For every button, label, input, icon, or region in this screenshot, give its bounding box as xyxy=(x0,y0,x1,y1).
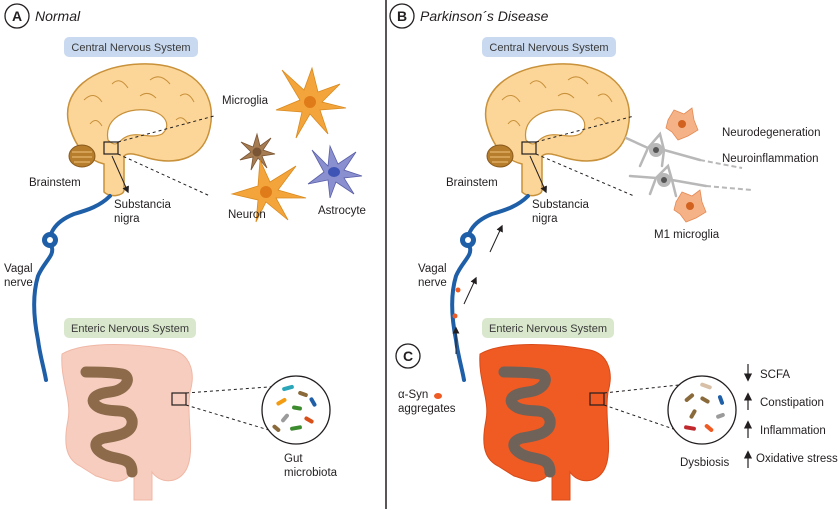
panel-a-vagal-nerve xyxy=(32,194,112,382)
panel-b-dysbiosis-lens xyxy=(667,375,737,445)
panel-b-nerve-label: nerve xyxy=(418,277,447,289)
panel-a-badge: A xyxy=(12,8,22,24)
panel-b-aggregates-label: aggregates xyxy=(398,403,456,415)
effect-inflammation: Inflammation xyxy=(760,425,826,437)
panel-b-asyn-label: α-Syn xyxy=(398,389,428,401)
panel-b-badge-circle xyxy=(389,3,415,29)
panel-b-colon-box xyxy=(589,392,605,406)
panel-a-neuron-bottom xyxy=(230,159,307,223)
panel-a-astrocyte xyxy=(307,144,363,199)
panel-a-ens-box xyxy=(64,318,196,338)
panel-b-badge: B xyxy=(397,8,407,24)
panel-a-colon xyxy=(61,344,193,501)
panel-a-gut-label: Gut xyxy=(284,453,303,465)
panel-b-neurodegeneration-label: Neurodegeneration xyxy=(722,127,820,139)
panel-c-badge: C xyxy=(403,348,413,364)
panel-a-cns-box xyxy=(64,37,198,57)
panel-a-astrocyte-label: Astrocyte xyxy=(318,205,366,217)
effect-scfa: SCFA xyxy=(760,369,790,381)
panel-b-m1-microglia-label: M1 microglia xyxy=(654,229,720,241)
panel-a-cns-label: Central Nervous System xyxy=(71,42,190,54)
panel-a-neuron-label: Neuron xyxy=(228,209,266,221)
panel-b-vagal-label: Vagal xyxy=(418,263,447,275)
panel-b-nigra-label: nigra xyxy=(532,213,558,225)
panel-a-microbiota-lens xyxy=(261,375,331,445)
panel-a-microglia-label: Microglia xyxy=(222,95,269,107)
panel-b-ens-box xyxy=(482,318,614,338)
panel-a-microglia xyxy=(239,132,276,171)
panel-a-microbiota-label: microbiota xyxy=(284,467,338,479)
panel-b-title: Parkinson´s Disease xyxy=(420,8,549,24)
panel-a-badge-circle xyxy=(4,3,30,29)
panel-b-effects: SCFA Constipation Inflammation Oxidative… xyxy=(743,364,838,468)
effect-oxidative-stress: Oxidative stress xyxy=(756,453,838,465)
panel-a-nigra-label: nigra xyxy=(114,213,140,225)
panel-a-ens-label: Enteric Nervous System xyxy=(71,323,189,335)
panel-a-title: Normal xyxy=(35,8,81,24)
panel-b-degenerating-neurons xyxy=(624,131,753,198)
panel-a-neuron-top xyxy=(275,66,347,139)
panel-b-ens-label: Enteric Nervous System xyxy=(489,323,607,335)
panel-a-brain xyxy=(66,63,213,197)
effect-constipation: Constipation xyxy=(760,397,824,409)
panel-a-substancia-label: Substancia xyxy=(114,199,172,211)
panel-b-dysbiosis-label: Dysbiosis xyxy=(680,457,729,469)
panel-b-brain xyxy=(484,63,631,197)
panel-a-vagal-label: Vagal xyxy=(4,263,33,275)
panel-b-cns-box xyxy=(482,37,616,57)
panel-b-m1-microglia-top xyxy=(665,107,699,141)
panel-b-brainstem-label: Brainstem xyxy=(446,177,498,189)
panel-b: B Parkinson´s Disease Central Nervous Sy… xyxy=(389,3,838,501)
panel-b-substancia-label: Substancia xyxy=(532,199,590,211)
panel-b-substancia-box xyxy=(521,141,537,155)
panel-b-neuroinflammation-label: Neuroinflammation xyxy=(722,153,819,165)
panel-b-asyn-dot xyxy=(434,393,442,399)
panel-a-substancia-box xyxy=(103,141,119,155)
panel-b-colon xyxy=(479,344,611,501)
panel-a: A Normal Central Nervous System Brainste… xyxy=(4,3,366,501)
panel-a-nerve-label: nerve xyxy=(4,277,33,289)
panel-b-m1-microglia-bottom xyxy=(673,189,707,223)
panel-a-colon-box xyxy=(171,392,187,406)
panel-b-cns-label: Central Nervous System xyxy=(489,42,608,54)
panel-c-badge-circle xyxy=(395,343,421,369)
panel-a-brainstem-label: Brainstem xyxy=(29,177,81,189)
